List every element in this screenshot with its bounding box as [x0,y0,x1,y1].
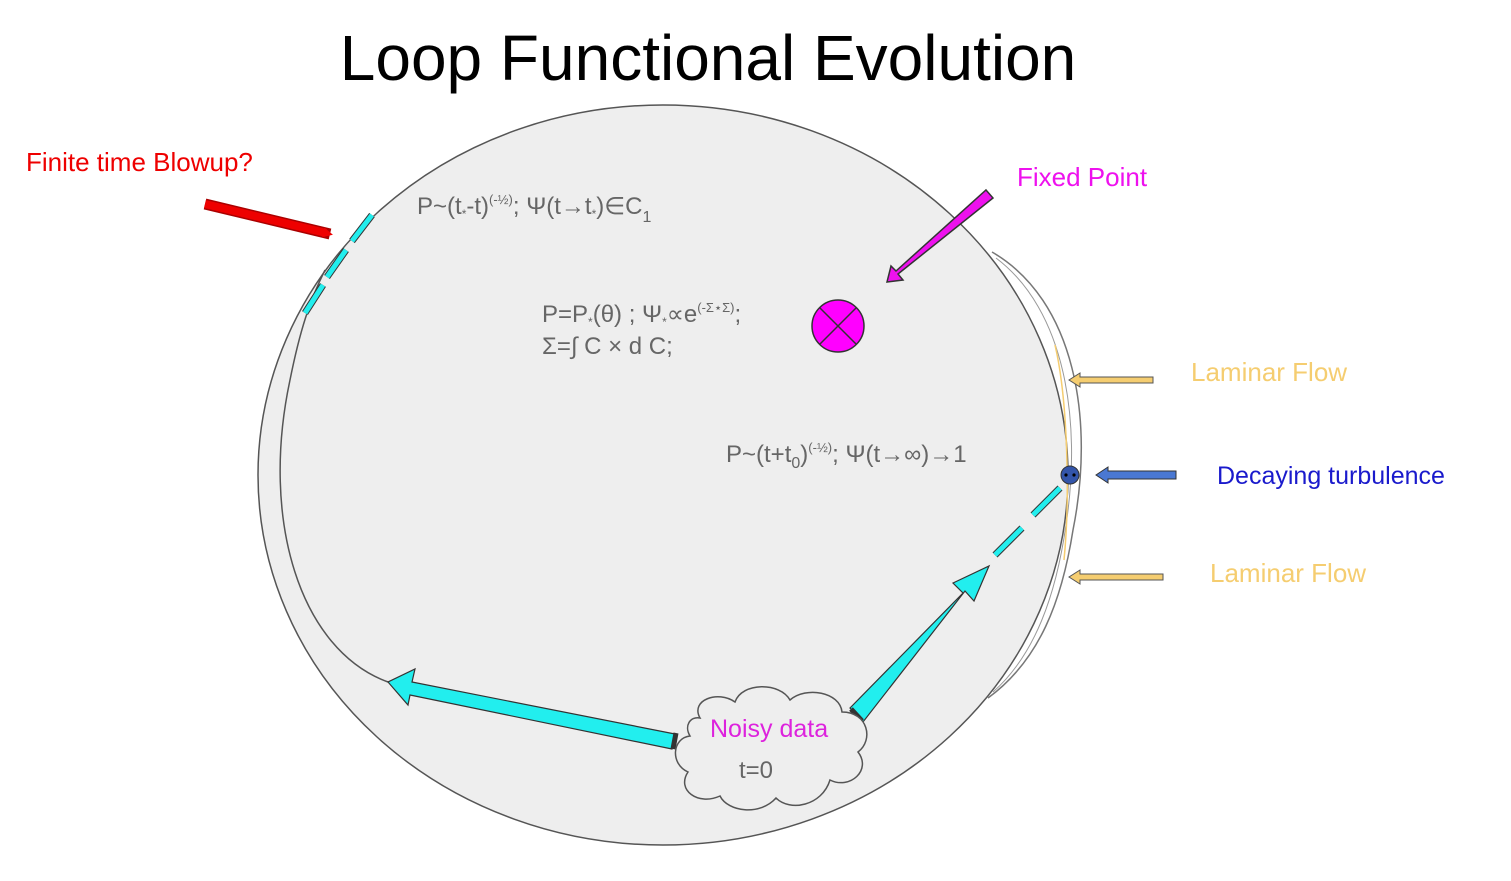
formula-sigma: Σ=∫ C × d C; [542,333,673,360]
formula-fixed-point: P=P*(θ) ; Ψ*∝e(-Σ⋆Σ); [542,300,741,329]
laminar-arrow-bottom [1068,569,1164,585]
diagram-title: Loop Functional Evolution [340,22,1077,94]
fixed-point-marker [811,299,865,353]
label-blowup: Finite time Blowup? [26,147,253,177]
formula-blowup: P~(t*-t)(-½); Ψ(t→t*)∈C1 [417,192,651,226]
decaying-arrow [1095,466,1177,484]
blowup-dashes [302,212,375,315]
trajectory-arrow-up-right [849,564,991,723]
formula-decay: P~(t+t0)(-½); Ψ(t→∞)→1 [726,440,967,472]
laminar-arrow-top [1068,372,1154,388]
label-t0: t=0 [739,757,773,784]
laminar-flow-curve-outer [987,251,1083,699]
noisy-data-cloud [674,686,868,811]
laminar-flow-curve-edge [1054,344,1068,561]
decay-attractor-point [1060,465,1080,485]
decay-dashes [992,485,1063,558]
fixed-point-arrow [886,188,995,283]
trajectory-arrow-left [387,667,676,750]
label-noisy-data: Noisy data [710,715,828,743]
label-laminar-top: Laminar Flow [1191,357,1347,387]
label-laminar-bottom: Laminar Flow [1210,558,1366,588]
label-fixed-point: Fixed Point [1017,162,1148,192]
laminar-flow-curve-inner [992,257,1073,693]
label-decaying: Decaying turbulence [1217,462,1445,490]
